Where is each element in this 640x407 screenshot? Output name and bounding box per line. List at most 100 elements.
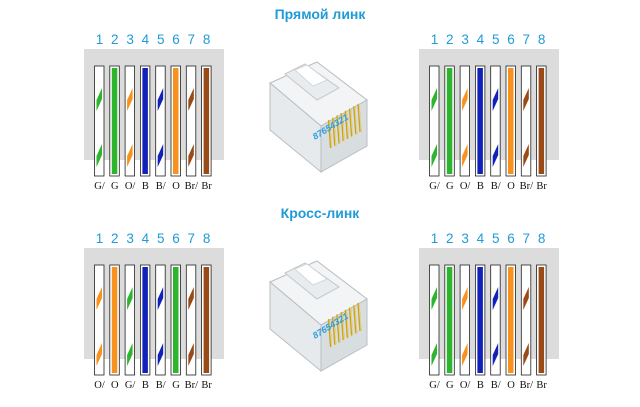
wire-6: [505, 65, 516, 177]
wire-label: Br/: [520, 181, 534, 192]
connector-panel: [84, 248, 224, 359]
wire-7: [185, 264, 197, 376]
pin-number: 1: [96, 32, 104, 47]
pin-number: 7: [188, 231, 196, 246]
wire-label: G: [111, 181, 119, 192]
wire-label: G/: [94, 181, 105, 192]
wire-5: [490, 264, 501, 376]
pin-number: 4: [477, 32, 485, 47]
rj45-plug-icon: [269, 61, 368, 174]
pin-number: 4: [142, 32, 150, 47]
pin-number: 7: [523, 231, 531, 246]
wire-label: B: [142, 380, 149, 391]
pin-number: 2: [111, 231, 119, 246]
wire-label: Br: [201, 380, 212, 391]
pin-number: 3: [461, 32, 469, 47]
wire-label: Br: [536, 181, 547, 192]
wire-5: [490, 65, 501, 177]
wire-8: [536, 264, 547, 376]
wire-5: [155, 65, 166, 177]
wire-4: [475, 264, 486, 376]
pin-number: 8: [538, 32, 546, 47]
pin-number: 5: [492, 32, 500, 47]
wire-label: O: [111, 380, 119, 391]
wire-label: Br/: [520, 380, 534, 391]
rj45-plug-icon: [269, 260, 368, 373]
pin-number: 3: [461, 231, 469, 246]
wire-label: B: [142, 181, 149, 192]
rj45-connector-image-cross: 87654321: [269, 260, 368, 373]
connector-panel: [419, 49, 559, 160]
wire-label: O: [507, 380, 515, 391]
wire-label: G: [172, 380, 180, 391]
wire-6: [170, 65, 181, 177]
pin-number: 3: [126, 32, 134, 47]
wire-2: [444, 264, 455, 376]
wire-label: Br/: [185, 380, 199, 391]
section-title-straight: Прямой линк: [274, 6, 366, 22]
wire-label: G/: [125, 380, 136, 391]
wire-5: [155, 264, 166, 376]
wire-label: O/: [125, 181, 136, 192]
wire-label: B: [477, 380, 484, 391]
wire-label: G/: [429, 380, 440, 391]
wire-label: O/: [460, 380, 471, 391]
wire-4: [475, 65, 486, 177]
pin-number: 8: [203, 231, 211, 246]
wire-3: [459, 264, 470, 376]
pin-number: 2: [446, 32, 454, 47]
pin-number: 6: [507, 231, 515, 246]
pin-number: 5: [492, 231, 500, 246]
wire-4: [140, 264, 151, 376]
wire-label: O/: [94, 380, 105, 391]
wire-label: B: [477, 181, 484, 192]
wire-label: B/: [156, 181, 166, 192]
wire-4: [140, 65, 151, 177]
rj45-connector-image-straight: 87654321: [269, 61, 368, 174]
wire-label: O/: [460, 181, 471, 192]
wire-7: [185, 65, 197, 177]
pin-number: 6: [507, 32, 515, 47]
pin-number: 7: [523, 32, 531, 47]
wire-label: G/: [429, 181, 440, 192]
wire-1: [429, 65, 440, 177]
wire-6: [505, 264, 516, 376]
pin-number: 1: [96, 231, 104, 246]
section-title-cross: Кросс-линк: [280, 205, 360, 221]
connector-panel: [84, 49, 224, 160]
wire-3: [124, 65, 135, 177]
wire-2: [109, 264, 120, 376]
connector-panel: [419, 248, 559, 359]
pin-number: 3: [126, 231, 134, 246]
pin-number: 8: [203, 32, 211, 47]
wire-8: [201, 264, 212, 376]
wire-label: G: [446, 181, 454, 192]
pin-number: 2: [446, 231, 454, 246]
pin-number: 5: [157, 32, 165, 47]
wire-label: B/: [156, 380, 166, 391]
pin-number: 1: [431, 231, 439, 246]
pin-number: 2: [111, 32, 119, 47]
wire-8: [201, 65, 212, 177]
wire-8: [536, 65, 547, 177]
wire-1: [94, 65, 105, 177]
wire-2: [109, 65, 120, 177]
wire-2: [444, 65, 455, 177]
wire-6: [170, 264, 181, 376]
wire-3: [124, 264, 135, 376]
wire-1: [94, 264, 105, 376]
wire-label: B/: [491, 181, 501, 192]
wire-label: B/: [491, 380, 501, 391]
wire-label: G: [446, 380, 454, 391]
wire-label: Br: [201, 181, 212, 192]
wire-label: O: [507, 181, 515, 192]
pin-number: 1: [431, 32, 439, 47]
pin-number: 8: [538, 231, 546, 246]
